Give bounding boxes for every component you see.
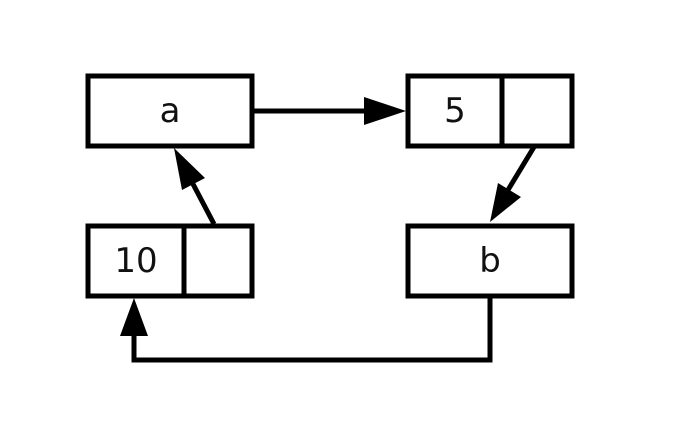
node-a-box — [85, 73, 255, 149]
node-b-label: b — [479, 241, 501, 281]
node-a-label: a — [160, 91, 181, 131]
node-10-box — [85, 223, 255, 299]
node-5-box — [405, 73, 575, 149]
edge-10-to-a — [174, 148, 217, 226]
edge-b-to-10 — [120, 297, 493, 363]
node-5-label: 5 — [444, 91, 466, 131]
node-b-box — [405, 223, 575, 299]
edge-5-to-b-arrowhead — [490, 183, 521, 222]
edge-a-to-5 — [254, 97, 406, 125]
edge-b-to-10-line — [131, 297, 493, 363]
node-10: 10 — [85, 223, 255, 299]
node-b: b — [405, 223, 575, 299]
edge-10-to-a-line — [190, 182, 217, 226]
edge-a-to-5-arrowhead — [364, 97, 406, 125]
edge-5-to-b — [490, 145, 537, 222]
node-10-label: 10 — [114, 241, 157, 281]
node-5: 5 — [405, 73, 575, 149]
edge-10-to-a-arrowhead — [174, 148, 205, 190]
edge-5-to-b-line — [505, 145, 537, 192]
node-a: a — [85, 73, 255, 149]
edge-b-to-10-arrowhead — [120, 298, 148, 336]
